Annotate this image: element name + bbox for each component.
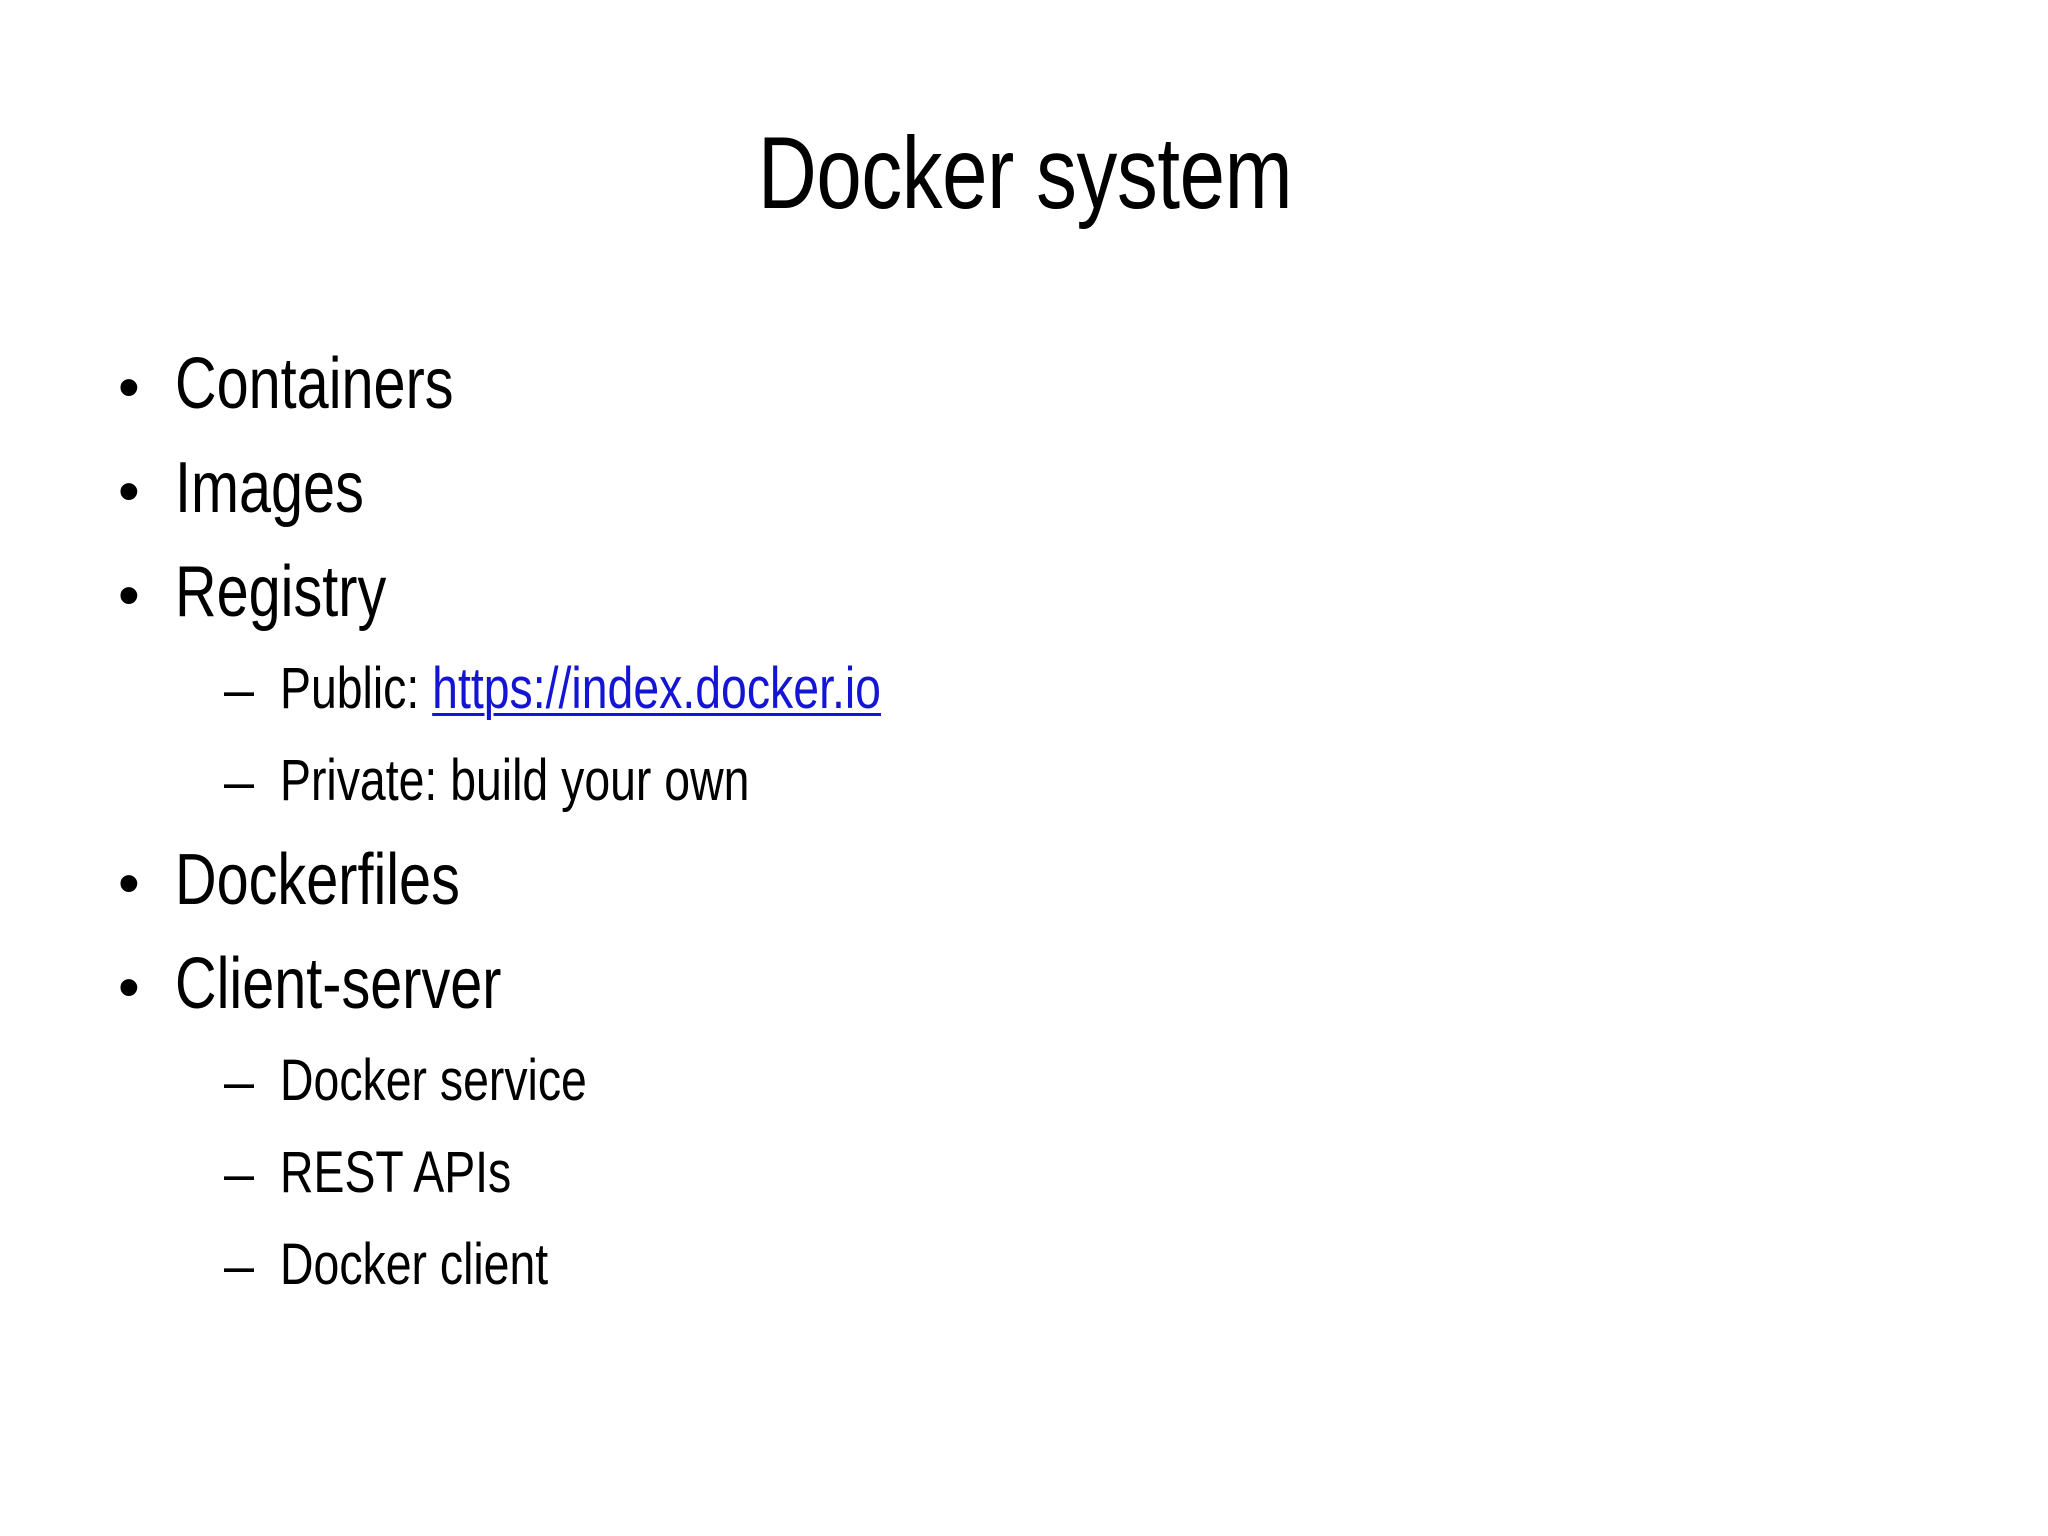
bullet-icon: •	[118, 849, 140, 918]
dash-icon: –	[224, 1144, 255, 1204]
bullet-icon: •	[118, 353, 140, 422]
sub-list-item: – Docker service	[118, 1052, 1948, 1144]
dash-icon: –	[224, 660, 255, 720]
sub-list-item-label: Docker service	[280, 1048, 587, 1113]
sub-list-item-label: Private: build your own	[280, 748, 750, 813]
sub-list-item-label: Public:	[280, 656, 433, 721]
list-item: • Images	[118, 452, 1948, 556]
list-item-label: Client-server	[175, 944, 502, 1024]
list-item-label: Images	[175, 448, 364, 528]
list-item: • Dockerfiles	[118, 844, 1948, 948]
sub-list-item-label: REST APIs	[280, 1140, 512, 1205]
sub-list-item-label: Docker client	[280, 1232, 549, 1297]
list-item-label: Dockerfiles	[175, 840, 460, 920]
slide-title: Docker system	[757, 116, 1293, 230]
dash-icon: –	[224, 1236, 255, 1296]
dash-icon: –	[224, 1052, 255, 1112]
docker-registry-hyperlink[interactable]: https://index.docker.io	[432, 656, 881, 721]
list-item-label: Registry	[175, 552, 387, 632]
dash-icon: –	[224, 752, 255, 812]
bullet-icon: •	[118, 457, 140, 526]
sub-list-item: – Private: build your own	[118, 752, 1948, 844]
sub-list-item: – Docker client	[118, 1236, 1948, 1328]
bullet-icon: •	[118, 561, 140, 630]
sub-list-item-content: Public: https://index.docker.io	[280, 660, 881, 718]
sub-list-item: – Public: https://index.docker.io	[118, 660, 1948, 752]
sub-list-item: – REST APIs	[118, 1144, 1948, 1236]
slide-body-list: • Containers • Images • Registry – Publi…	[118, 348, 1948, 1328]
list-item: • Containers	[118, 348, 1948, 452]
bullet-icon: •	[118, 953, 140, 1022]
list-item-label: Containers	[175, 344, 454, 424]
list-item: • Registry	[118, 556, 1948, 660]
list-item: • Client-server	[118, 948, 1948, 1052]
